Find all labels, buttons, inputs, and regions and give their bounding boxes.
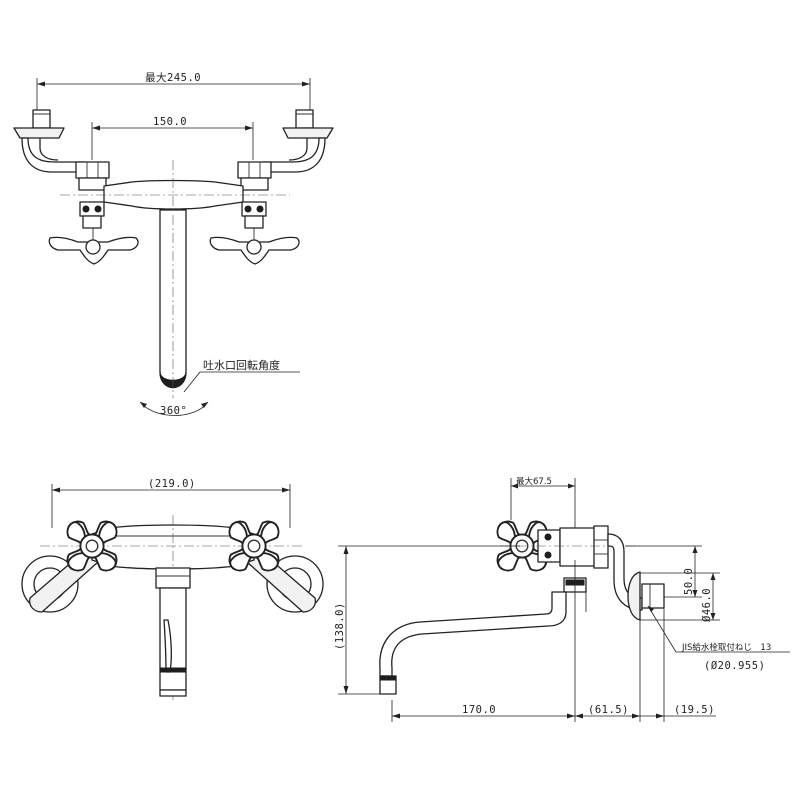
dimension-height-label: (138.0)	[334, 602, 346, 650]
left-handle-top	[48, 228, 139, 265]
top-view: 最大245.0 150.0	[13, 71, 334, 417]
left-inlet-elbow	[13, 109, 85, 173]
dimension-max-depth-label: 最大67.5	[516, 476, 552, 487]
thread-spec-label: JIS給水栓取付ねじ 13	[681, 642, 771, 653]
rotation-angle-label: 360°	[160, 405, 187, 417]
dimension-bottom-row: 170.0 (61.5) (19.5)	[391, 560, 716, 722]
dimension-center-distance-label: 150.0	[153, 116, 187, 128]
dimension-body-offset-label: (61.5)	[588, 704, 629, 716]
dimension-inlet-diameter: Ø46.0	[640, 572, 720, 622]
dimension-max-depth: 最大67.5	[510, 476, 576, 530]
dimension-center-distance: 150.0	[91, 116, 254, 160]
right-nut	[237, 161, 272, 191]
dimension-max-width: 最大245.0	[36, 71, 311, 112]
left-stem	[79, 201, 105, 229]
front-view: (219.0)	[21, 478, 324, 700]
right-stem	[241, 201, 267, 229]
dimension-front-width: (219.0)	[51, 478, 291, 528]
dimension-inlet-diameter-label: Ø46.0	[701, 588, 713, 622]
dimension-max-width-label: 最大245.0	[145, 71, 201, 84]
dimension-height: (138.0)	[334, 545, 520, 695]
dimension-pipe-height: 50.0	[625, 545, 702, 598]
left-nut	[75, 161, 110, 191]
side-body	[500, 525, 640, 569]
dimension-spout-reach-label: 170.0	[462, 704, 496, 716]
side-spout	[379, 577, 587, 695]
dimension-front-width-label: (219.0)	[148, 478, 196, 490]
thread-callout: JIS給水栓取付ねじ 13 (Ø20.955)	[647, 605, 790, 672]
thread-diameter-label: (Ø20.955)	[704, 660, 765, 672]
side-view: 最大67.5	[334, 476, 790, 722]
dimension-inlet-offset-label: (19.5)	[674, 704, 715, 716]
spout-nut-front	[155, 567, 191, 589]
rotation-indicator: 360°	[139, 401, 209, 417]
left-flange	[21, 547, 99, 613]
right-handle-top	[209, 228, 300, 265]
side-inlet-pipe	[607, 533, 665, 621]
dimension-pipe-height-label: 50.0	[683, 568, 695, 595]
spout-front	[159, 587, 187, 691]
spout-rotation-label: 吐水口回転角度	[203, 358, 280, 372]
right-inlet-elbow	[262, 109, 334, 173]
rotation-leader: 吐水口回転角度	[183, 358, 300, 393]
